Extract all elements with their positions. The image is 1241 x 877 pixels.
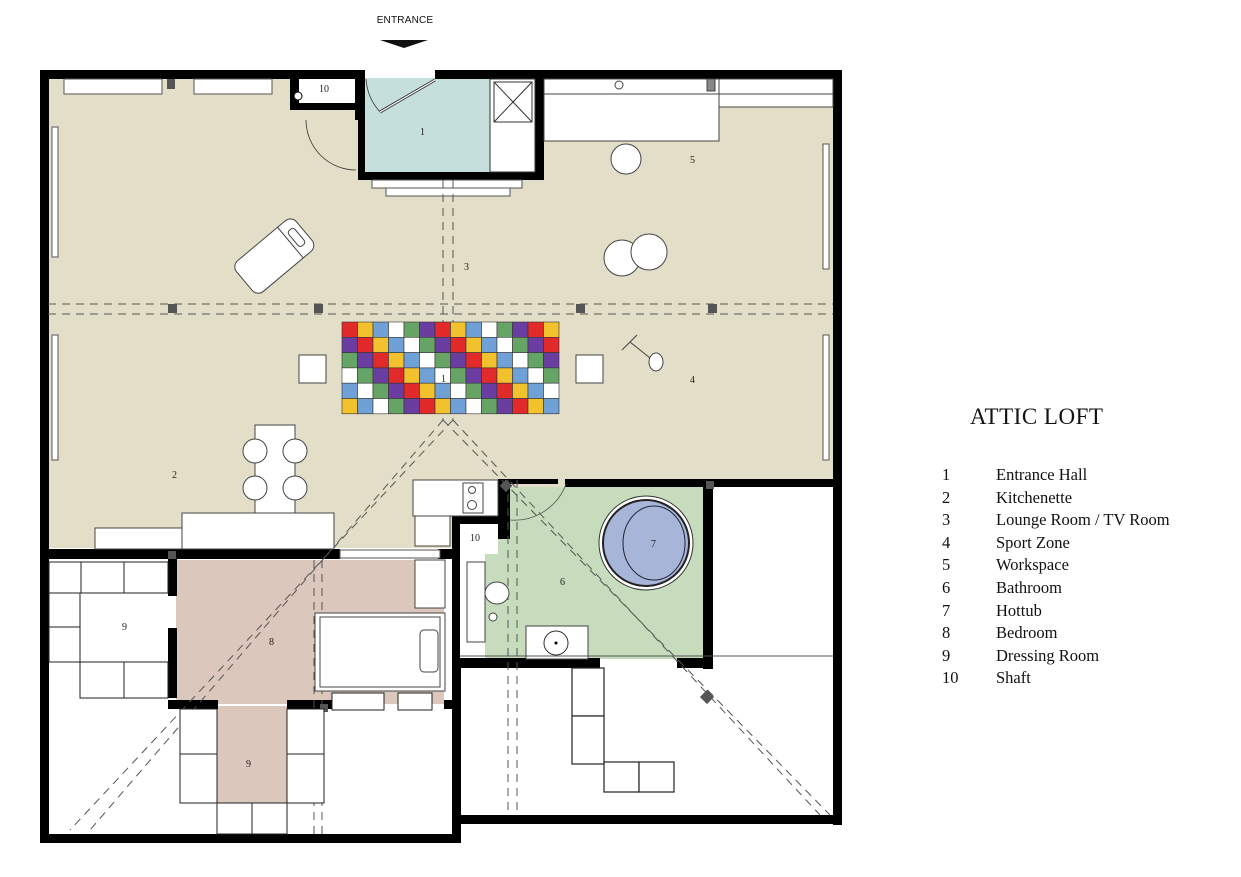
windows <box>51 78 830 559</box>
entrance-arrow-icon <box>380 40 428 48</box>
kitchen-counter <box>94 424 499 550</box>
legend-item-label: Entrance Hall <box>996 465 1088 484</box>
workspace-desk <box>543 78 834 142</box>
colorful-rug <box>341 321 560 415</box>
legend-item-number: 1 <box>942 465 951 484</box>
toilet <box>484 581 510 605</box>
legend-item-label: Hottub <box>996 600 1042 620</box>
legend-item-number: 8 <box>942 623 951 643</box>
roof-beam-lines <box>48 180 833 834</box>
legend-item: 2 Kitchenette <box>942 487 1232 510</box>
hottub-label: 7 <box>651 539 656 550</box>
legend-item-label: Dressing Room <box>996 645 1100 665</box>
legend-item-label: Bedroom <box>996 623 1058 643</box>
legend-item: 6 Bathroom <box>942 577 1232 600</box>
legend-item-number: 9 <box>942 645 951 665</box>
shaft-top-label: 10 <box>319 84 329 95</box>
legend-item-number: 5 <box>942 555 951 575</box>
legend-item-number: 2 <box>942 487 951 507</box>
entrance-label: ENTRANCE <box>376 15 434 26</box>
legend-item: 3 Lounge Room / TV Room <box>942 509 1232 532</box>
hottub <box>598 495 694 591</box>
legend-item-number: 3 <box>942 510 951 530</box>
walls <box>40 70 842 843</box>
shaft-mid <box>460 524 498 554</box>
exercise-bike <box>621 334 664 372</box>
rug-label: 1 <box>441 374 446 385</box>
legend-item: 1 Entrance Hall <box>942 464 1232 487</box>
dressing-room-bottom-floor <box>217 706 287 803</box>
bed <box>314 612 446 692</box>
legend-item-number: 10 <box>942 668 959 688</box>
legend-item-label: Sport Zone <box>996 532 1070 552</box>
bedroom-label: 8 <box>269 637 274 648</box>
legend-item: 5 Workspace <box>942 554 1232 577</box>
workspace-label: 5 <box>690 155 695 166</box>
sport-zone-label: 4 <box>690 375 695 386</box>
legend-item-number: 4 <box>942 532 951 552</box>
legend-item: 4 Sport Zone <box>942 532 1232 555</box>
legend-item-label: Shaft <box>996 668 1031 688</box>
shaft-mid-label: 10 <box>470 533 480 544</box>
treadmill <box>234 218 315 294</box>
legend-item-label: Kitchenette <box>996 487 1073 507</box>
legend-item: 8 Bedroom <box>942 622 1232 645</box>
entrance-hall-label: 1 <box>420 127 425 138</box>
legend-item: 7 Hottub <box>942 600 1232 623</box>
legend-item-label: Bathroom <box>996 577 1062 597</box>
lounge-label: 3 <box>464 262 469 273</box>
dressing-left-label: 9 <box>122 622 127 633</box>
dressing-bottom-label: 9 <box>246 759 251 770</box>
entrance-hall-floor <box>358 78 490 174</box>
bathroom-label: 6 <box>560 577 565 588</box>
legend-title: ATTIC LOFT <box>970 404 1104 429</box>
shaft-top <box>299 79 355 103</box>
workspace-chair <box>610 143 642 175</box>
legend-item: 10 Shaft <box>942 667 1232 690</box>
kitchenette-label: 2 <box>172 470 177 481</box>
legend-item-number: 6 <box>942 577 951 597</box>
legend: ATTIC LOFT 1 Entrance Hall 2 Kitchenette 3 Lo… <box>942 404 1232 690</box>
legend-item-number: 7 <box>942 600 951 620</box>
legend-item-label: Lounge Room / TV Room <box>996 510 1170 530</box>
legend-item-label: Workspace <box>996 555 1069 575</box>
legend-item: 9 Dressing Room <box>942 645 1232 668</box>
